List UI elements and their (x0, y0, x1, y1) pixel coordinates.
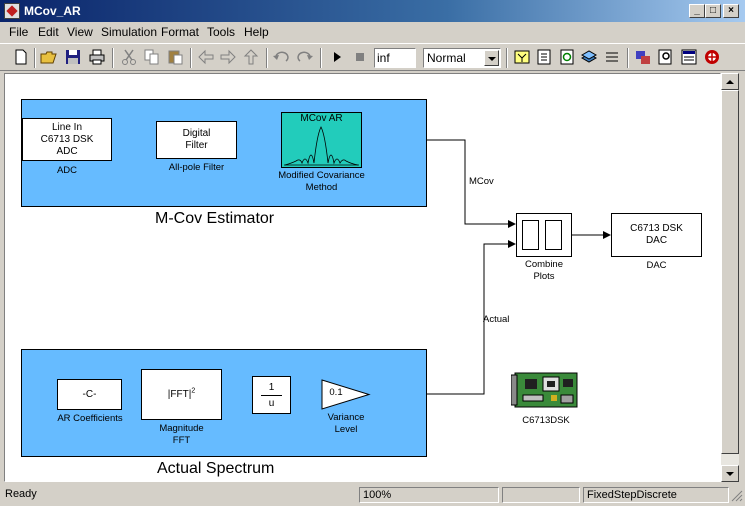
update-diagram-icon[interactable] (535, 48, 553, 66)
reciprocal-block[interactable]: 1 u (252, 376, 291, 414)
fft-block-label1: Magnitude (159, 423, 204, 434)
build-icon[interactable] (513, 48, 531, 66)
combine-plot-left-icon (522, 220, 539, 250)
menu-bar: File Edit View Simulation Format Tools H… (0, 22, 745, 42)
combine-plot-right-icon (545, 220, 562, 250)
save-icon[interactable] (64, 48, 82, 66)
chevron-down-icon[interactable] (484, 50, 499, 66)
mcov-ar-block-label2: Method (305, 182, 338, 193)
cut-icon[interactable] (120, 48, 138, 66)
filter-block-line1: Digital (182, 128, 211, 139)
mcov-estimator-title: M-Cov Estimator (155, 210, 275, 227)
model-explorer-icon[interactable] (634, 48, 652, 66)
ar-coefficients-block[interactable]: -C- (57, 379, 122, 410)
menu-file[interactable]: File (9, 25, 29, 39)
minimize-button[interactable]: _ (689, 4, 705, 18)
magnitude-fft-block[interactable]: |FFT|2 (141, 369, 222, 420)
actual-spectrum-title: Actual Spectrum (157, 460, 275, 477)
dac-block[interactable]: C6713 DSK DAC (611, 213, 702, 257)
reciprocal-numerator: 1 (268, 382, 275, 393)
menu-format[interactable]: Format (161, 25, 200, 39)
simulink-app-icon[interactable] (4, 3, 20, 19)
c6713-dsk-board-icon[interactable] (511, 369, 581, 411)
redo-icon[interactable] (296, 48, 314, 66)
adc-block-line2: C6713 DSK (40, 134, 94, 145)
fft-block-label2: FFT (172, 435, 191, 446)
status-solver: FixedStepDiscrete (583, 487, 729, 503)
undo-icon[interactable] (272, 48, 290, 66)
adc-block-label: ADC (56, 165, 78, 176)
gain-block-label1: Variance (327, 412, 365, 423)
menu-help[interactable]: Help (244, 25, 269, 39)
menu-view[interactable]: View (67, 25, 93, 39)
status-bar: Ready 100% FixedStepDiscrete (0, 484, 745, 506)
resize-grip-icon[interactable] (730, 489, 743, 502)
start-simulation-icon[interactable] (328, 48, 346, 66)
dac-block-label: DAC (646, 260, 667, 271)
reciprocal-denominator: u (268, 398, 275, 409)
simulation-mode-select[interactable]: Normal (423, 48, 501, 68)
gain-triangle-block[interactable] (321, 379, 371, 410)
menu-edit[interactable]: Edit (38, 25, 59, 39)
fft-block-text: |FFT| (167, 389, 192, 400)
stop-time-field[interactable]: inf (374, 48, 416, 68)
mcov-ar-block-text: MCov AR (300, 113, 343, 124)
window-title: MCov_AR (24, 4, 81, 18)
copy-icon[interactable] (143, 48, 161, 66)
combine-plots-block[interactable] (516, 213, 572, 257)
c6713-dsk-board-label: C6713DSK (522, 415, 570, 426)
spectrum-curve-icon (284, 126, 359, 166)
close-button[interactable]: × (723, 4, 739, 18)
forward-arrow-icon[interactable] (219, 48, 237, 66)
back-arrow-icon[interactable] (197, 48, 215, 66)
adc-block-line1: Line In (51, 122, 83, 133)
combine-plots-label1: Combine (524, 259, 564, 270)
dac-block-line2: DAC (645, 235, 668, 246)
status-state: Ready (5, 488, 37, 500)
ar-coefficients-label: AR Coefficients (57, 413, 123, 424)
refresh-icon[interactable] (558, 48, 576, 66)
status-empty (502, 487, 580, 503)
menu-simulation[interactable]: Simulation (101, 25, 158, 39)
adc-block-line3: ADC (56, 146, 78, 157)
maximize-button[interactable]: □ (705, 4, 721, 18)
adc-block[interactable]: Line In C6713 DSK ADC (22, 118, 112, 161)
simulation-mode-value: Normal (427, 51, 466, 65)
gain-block-label2: Level (334, 424, 358, 435)
filter-block-line2: Filter (185, 140, 208, 151)
vertical-scrollbar[interactable] (721, 73, 739, 482)
mcov-signal-label: MCov (469, 176, 494, 187)
scroll-down-button[interactable] (721, 465, 739, 482)
find-icon[interactable] (657, 48, 675, 66)
stop-simulation-icon[interactable] (351, 48, 369, 66)
library-browser-icon[interactable] (580, 48, 598, 66)
dac-block-line1: C6713 DSK (630, 223, 683, 234)
model-canvas[interactable]: M-Cov Estimator Line In C6713 DSK ADC AD… (4, 73, 721, 482)
mcov-ar-block-label1: Modified Covariance (278, 170, 365, 181)
open-folder-icon[interactable] (40, 48, 58, 66)
new-model-icon[interactable] (12, 48, 30, 66)
menu-tools[interactable]: Tools (207, 25, 236, 39)
print-icon[interactable] (88, 48, 106, 66)
gain-block-text: 0.1 (329, 387, 343, 398)
combine-plots-label2: Plots (533, 271, 555, 282)
model-browser-icon[interactable] (680, 48, 698, 66)
toolbar: inf Normal (0, 43, 745, 71)
paste-icon[interactable] (166, 48, 184, 66)
digital-filter-block[interactable]: Digital Filter (156, 121, 237, 159)
actual-signal-label: Actual (483, 314, 510, 325)
scrollbar-thumb[interactable] (721, 90, 739, 454)
scroll-up-button[interactable] (721, 73, 739, 90)
up-arrow-icon[interactable] (242, 48, 260, 66)
debugger-icon[interactable] (703, 48, 721, 66)
fft-block-sup: 2 (191, 387, 196, 395)
status-zoom: 100% (359, 487, 499, 503)
mcov-ar-block[interactable]: MCov AR (281, 112, 362, 168)
filter-block-label: All-pole Filter (168, 162, 225, 173)
title-bar: MCov_AR _ □ × (0, 0, 745, 22)
debug-icon[interactable] (603, 48, 621, 66)
